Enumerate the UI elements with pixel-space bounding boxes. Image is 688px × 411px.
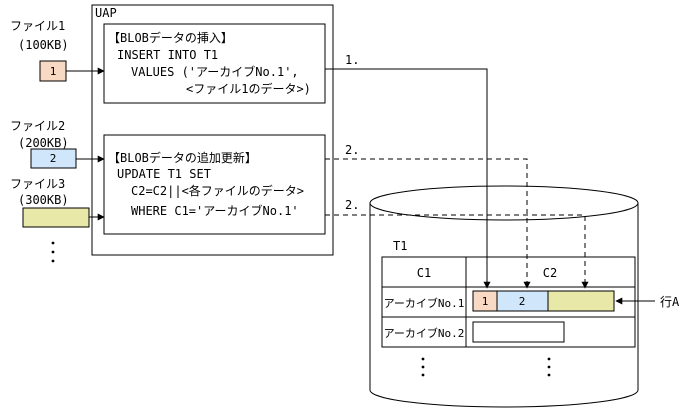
update-line-3: C2=C2||<各ファイルのデータ> <box>131 183 304 198</box>
insert-line-3: VALUES ('アーカイブNo.1', <box>131 64 299 79</box>
file2-chip-label: 2 <box>50 152 57 165</box>
file3-chip <box>22 207 90 228</box>
blob-segment-2-label: 2 <box>519 295 526 308</box>
table-ellipsis-c1 <box>421 357 425 377</box>
table-ellipsis-c2 <box>547 357 551 377</box>
insert-line-2: INSERT INTO T1 <box>117 48 218 62</box>
update-box <box>103 134 326 235</box>
insert-line-4: <ファイル1のデータ>) <box>186 81 311 96</box>
table-header-c1: C1 <box>417 266 431 280</box>
table-header-c2: C2 <box>543 266 557 280</box>
blob-row2-empty <box>472 321 565 343</box>
step2b-label: 2. <box>345 198 359 212</box>
update-line-2: UPDATE T1 SET <box>117 167 211 181</box>
step2a-label: 2. <box>345 143 359 157</box>
table-name: T1 <box>393 239 407 253</box>
arrow-step2-file3 <box>325 214 589 289</box>
row2-c1: アーカイブNo.2 <box>384 326 465 340</box>
files-ellipsis <box>51 241 55 263</box>
step1-label: 1. <box>345 53 359 67</box>
update-line-4: WHERE C1='アーカイブNo.1' <box>131 203 299 218</box>
file2-size: (200KB) <box>18 136 69 150</box>
file3-name: ファイル3 <box>10 177 65 191</box>
row1-c1: アーカイブNo.1 <box>384 296 465 310</box>
arrow-step2-file2 <box>325 158 531 289</box>
blob-segment-1-label: 1 <box>482 295 489 308</box>
file1-size: (100KB) <box>18 38 69 52</box>
uap-label: UAP <box>95 6 117 20</box>
file1-chip-label: 1 <box>50 65 57 78</box>
file3-size: (300KB) <box>18 193 69 207</box>
blob-segment-3 <box>547 290 615 312</box>
insert-box <box>103 23 326 104</box>
file1-name: ファイル1 <box>10 19 65 33</box>
update-line-1: 【BLOBデータの追加更新】 <box>108 150 257 165</box>
row-a-label: 行A <box>660 295 680 309</box>
uap-box <box>91 4 334 256</box>
insert-line-1: 【BLOBデータの挿入】 <box>108 30 233 45</box>
file2-name: ファイル2 <box>10 119 65 133</box>
